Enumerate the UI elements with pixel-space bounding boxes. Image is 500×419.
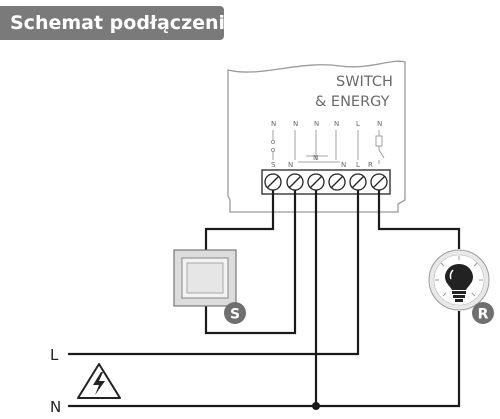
terminal-screw-3	[307, 173, 325, 191]
upper-label-5: L	[356, 120, 360, 128]
terminal-screw-4	[328, 173, 346, 191]
live-line-label: L	[50, 346, 59, 364]
switch-badge-label: S	[230, 307, 240, 323]
lower-label-6: R	[368, 161, 373, 169]
internal-schematic	[270, 130, 385, 164]
wire-lamp-neutral	[68, 311, 461, 408]
upper-label-4: N	[334, 120, 339, 128]
lamp-badge: R	[472, 302, 494, 324]
terminal-screw-1	[264, 173, 282, 191]
wire-switch-input	[204, 190, 275, 250]
lower-label-5: L	[356, 161, 360, 169]
neutral-line-label: N	[50, 398, 61, 416]
title-banner: Schemat podłączenia	[0, 6, 238, 40]
neutral-junction-dot	[312, 402, 320, 410]
wires	[68, 190, 461, 408]
upper-label-1: N	[271, 120, 276, 128]
switch-badge: S	[224, 302, 246, 324]
upper-label-6: N	[377, 120, 382, 128]
terminal-screw-2	[286, 173, 304, 191]
upper-label-2: N	[293, 120, 298, 128]
wire-load	[377, 190, 461, 249]
terminal-screw-5	[349, 173, 367, 191]
upper-label-3: N	[314, 120, 319, 128]
light-bulb-icon	[428, 249, 490, 311]
lower-label-4: N	[341, 161, 346, 169]
wall-switch-icon	[173, 249, 237, 307]
wire-live-drop	[68, 190, 360, 356]
diagram-title: Schemat podłączenia	[10, 12, 238, 34]
terminal-screw-6	[370, 173, 388, 191]
lower-label-3: N	[313, 154, 318, 162]
lower-label-2: N	[288, 161, 293, 169]
high-voltage-warning-icon	[77, 363, 121, 399]
module-name-line2: & ENERGY	[315, 94, 390, 110]
lower-terminal-labels: S N N N L R	[271, 154, 373, 169]
wire-switch-return	[204, 190, 297, 335]
terminal-block	[261, 169, 391, 195]
upper-terminal-labels: N N N N L N	[271, 120, 382, 128]
lower-label-1: S	[271, 161, 276, 169]
lamp-badge-label: R	[478, 307, 489, 323]
module-name-line1: SWITCH	[336, 74, 393, 90]
